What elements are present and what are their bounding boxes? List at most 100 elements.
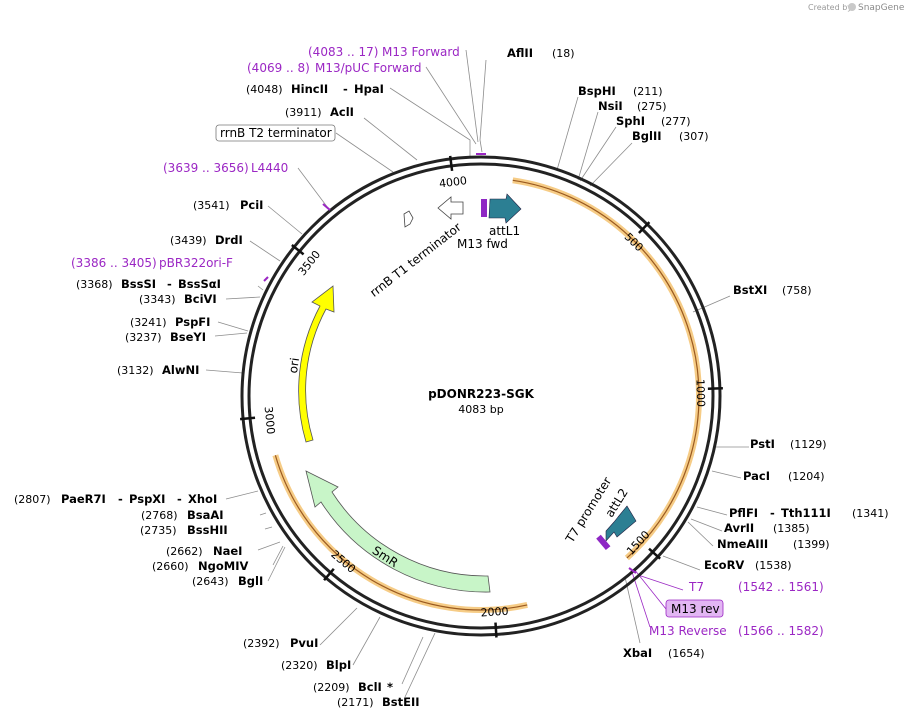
feature-m13-rev-label: M13 rev xyxy=(671,602,720,616)
rrnb-t2-feature xyxy=(403,210,414,228)
smr-feature xyxy=(305,470,491,593)
enzyme-bgli-pos: (2643) xyxy=(192,575,229,588)
m13-fwd-label: M13 fwd xyxy=(457,237,508,251)
plasmid-name: pDONR223-SGK xyxy=(428,387,535,401)
enzyme-alwni-name: AlwNI xyxy=(162,363,199,377)
enzyme-sphi-name: SphI xyxy=(616,114,645,128)
enzyme-pvui-name: PvuI xyxy=(290,636,318,650)
enzyme-bsphi-name: BspHI xyxy=(578,84,616,98)
enzyme-tth111i-name: Tth111I xyxy=(781,506,831,520)
enzyme-pspfi-pos: (3241) xyxy=(130,316,167,329)
enzyme-pflfi-pos: (1341) xyxy=(852,507,889,520)
enzyme-bsshii-pos: (2735) xyxy=(140,524,177,537)
leader-lines xyxy=(205,49,749,698)
enzyme-hincii-pos: (4048) xyxy=(246,83,283,96)
enzyme-bsssi-pos: (3368) xyxy=(76,278,113,291)
enzyme-avrii-name: AvrII xyxy=(724,521,754,535)
enzyme-bseyi-name: BseYI xyxy=(170,330,206,344)
enzyme-aflii-pos: (18) xyxy=(552,47,575,60)
enzyme-bglii-name: BglII xyxy=(632,129,662,143)
rrnb-t2-label-box xyxy=(215,124,336,142)
enzyme-pcii-pos: (3541) xyxy=(193,199,230,212)
enzyme-paer7i-sep2: - xyxy=(177,492,182,506)
enzyme-naei-pos: (2662) xyxy=(166,545,203,558)
enzyme-pspxi-name: PspXI xyxy=(129,492,165,506)
enzyme-bcli-mark: * xyxy=(387,680,393,694)
enzyme-bsssai-name: BssSαI xyxy=(178,277,221,291)
enzyme-nmeaiii-name: NmeAIII xyxy=(717,537,768,551)
primer-pbr322-range: (3386 .. 3405) xyxy=(71,256,157,270)
enzyme-bcivi-name: BciVI xyxy=(184,292,217,306)
m13-fwd-feature xyxy=(481,199,487,217)
primer-m13-forward-name: M13 Forward xyxy=(382,45,460,59)
enzyme-sphi-pos: (277) xyxy=(661,115,691,128)
enzyme-pvui-pos: (2392) xyxy=(243,637,280,650)
enzyme-xbai-name: XbaI xyxy=(623,646,652,660)
primer-m13-reverse-range: (1566 .. 1582) xyxy=(738,624,824,638)
enzyme-bcivi-pos: (3343) xyxy=(139,293,176,306)
enzyme-bseyi-pos: (3237) xyxy=(125,331,162,344)
enzyme-xbai-pos: (1654) xyxy=(668,647,705,660)
t7-promoter-feature xyxy=(596,534,611,551)
enzyme-ecorv-pos: (1538) xyxy=(755,559,792,572)
primer-m13-puc-name: M13/pUC Forward xyxy=(315,61,422,75)
backbone-outer xyxy=(240,155,722,637)
enzyme-bcli-pos: (2209) xyxy=(313,681,350,694)
enzyme-blpi-pos: (2320) xyxy=(281,659,318,672)
attl2-feature xyxy=(605,505,637,542)
l4440-site xyxy=(322,203,331,211)
enzyme-bsssi-name: BssSI xyxy=(121,277,156,291)
enzyme-hincii-sep: - xyxy=(343,82,348,96)
enzyme-bgli-name: BglI xyxy=(238,574,263,588)
primer-m13-forward-range: (4083 .. 17) xyxy=(308,45,378,59)
enzyme-bsteii-name: BstEII xyxy=(382,695,420,709)
enzyme-acli-name: AclI xyxy=(330,105,354,119)
tick-mark-3500 xyxy=(291,244,305,256)
enzyme-pspfi-name: PspFI xyxy=(175,315,210,329)
enzyme-avrii-pos: (1385) xyxy=(773,522,810,535)
tick-mark-500 xyxy=(638,221,651,234)
enzyme-bsshii-name: BssHII xyxy=(187,523,228,537)
primer-t7-range: (1542 .. 1561) xyxy=(738,580,824,594)
primer-m13-puc-range: (4069 .. 8) xyxy=(247,61,310,75)
enzyme-bcli-name: BclI xyxy=(358,680,382,694)
enzyme-drdi-name: DrdI xyxy=(215,233,243,247)
enzyme-bstxi-pos: (758) xyxy=(782,284,812,297)
primer-pbr322-name: pBR322ori-F xyxy=(159,256,233,270)
enzyme-blpi-name: BlpI xyxy=(326,658,351,672)
created-by-label: Created by xyxy=(808,3,852,12)
primer-t7-name: T7 xyxy=(688,580,704,594)
enzyme-paci-name: PacI xyxy=(743,469,770,483)
insert-orf-highlight xyxy=(512,177,702,561)
enzyme-paci-pos: (1204) xyxy=(788,470,825,483)
enzyme-ecorv-name: EcoRV xyxy=(704,558,744,572)
enzyme-paer7i-pos: (2807) xyxy=(14,493,51,506)
insert-arcs xyxy=(272,177,702,613)
backbone-inner xyxy=(247,162,715,630)
rrnb-t1-feature xyxy=(437,196,464,220)
rrnb-t1-label: rrnB T1 terminator xyxy=(367,220,464,300)
enzyme-drdi-pos: (3439) xyxy=(170,234,207,247)
primer-l4440-range: (3639 .. 3656) xyxy=(163,161,249,175)
enzyme-pflfi-name: PflFI xyxy=(729,506,758,520)
tick-label-2000: 2000 xyxy=(480,605,509,620)
enzyme-hincii-name: HincII xyxy=(291,82,328,96)
ori-feature xyxy=(298,285,335,443)
tick-mark-3000 xyxy=(239,416,256,421)
attl1-label: attL1 xyxy=(489,224,520,238)
enzyme-bstxi-name: BstXI xyxy=(733,283,767,297)
enzyme-nsii-name: NsiI xyxy=(598,99,623,113)
enzyme-paer7i-name: PaeR7I xyxy=(61,492,106,506)
enzyme-paer7i-sep: - xyxy=(118,492,123,506)
m13-rev-box xyxy=(665,599,724,618)
enzyme-acli-pos: (3911) xyxy=(285,106,322,119)
snapgene-logo-icon xyxy=(848,3,856,11)
tick-label-3000: 3000 xyxy=(262,406,278,435)
enzyme-ngomiv-pos: (2660) xyxy=(152,560,189,573)
enzyme-xhoi-name: XhoI xyxy=(188,492,217,506)
tick-label-1000: 1000 xyxy=(693,379,707,407)
pbr322-site xyxy=(263,276,269,282)
enzyme-alwni-pos: (3132) xyxy=(117,364,154,377)
plasmid-length: 4083 bp xyxy=(458,403,503,416)
enzyme-nsii-pos: (275) xyxy=(637,100,667,113)
